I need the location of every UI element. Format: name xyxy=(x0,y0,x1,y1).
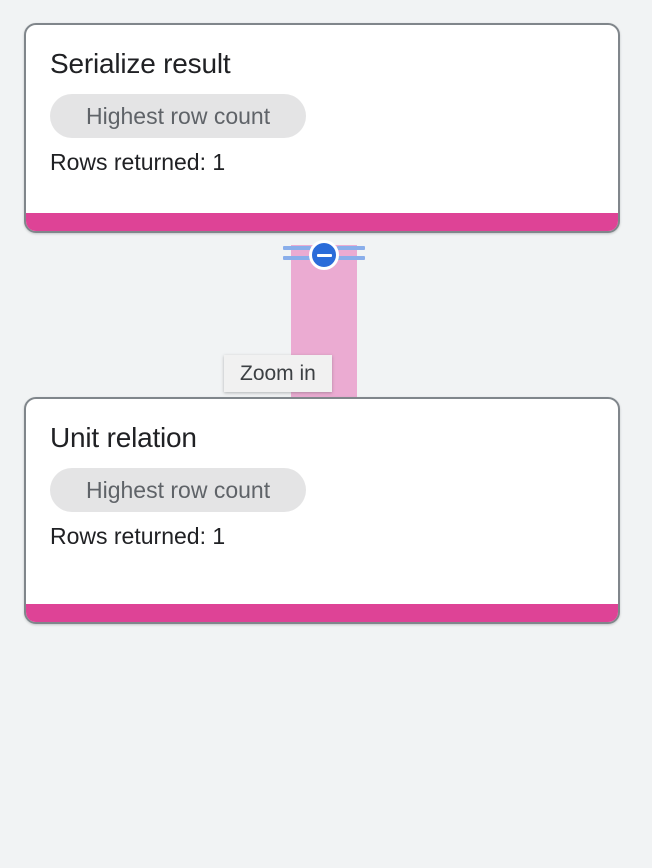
node-card-serialize-result[interactable]: Serialize result Highest row count Rows … xyxy=(24,23,620,233)
minus-glyph xyxy=(316,253,332,257)
edge-handle-lines-right xyxy=(337,246,365,264)
node-accent-bar xyxy=(26,213,618,231)
node-rows-returned: Rows returned: 1 xyxy=(50,523,226,549)
node-card-unit-relation[interactable]: Unit relation Highest row count Rows ret… xyxy=(24,397,620,624)
minus-circle-icon[interactable] xyxy=(309,240,339,270)
node-rows-returned: Rows returned: 1 xyxy=(50,149,226,175)
edge-handle[interactable] xyxy=(283,240,365,270)
node-body: Serialize result Highest row count Rows … xyxy=(26,25,618,213)
node-body: Unit relation Highest row count Rows ret… xyxy=(26,399,618,604)
node-title: Unit relation xyxy=(50,422,197,453)
node-accent-bar xyxy=(26,604,618,622)
node-chip-highest-row-count[interactable]: Highest row count xyxy=(50,468,307,512)
node-chip-highest-row-count[interactable]: Highest row count xyxy=(50,94,307,138)
zoom-in-tooltip: Zoom in xyxy=(224,355,332,392)
edge-handle-lines-left xyxy=(283,246,311,264)
node-title: Serialize result xyxy=(50,48,231,79)
